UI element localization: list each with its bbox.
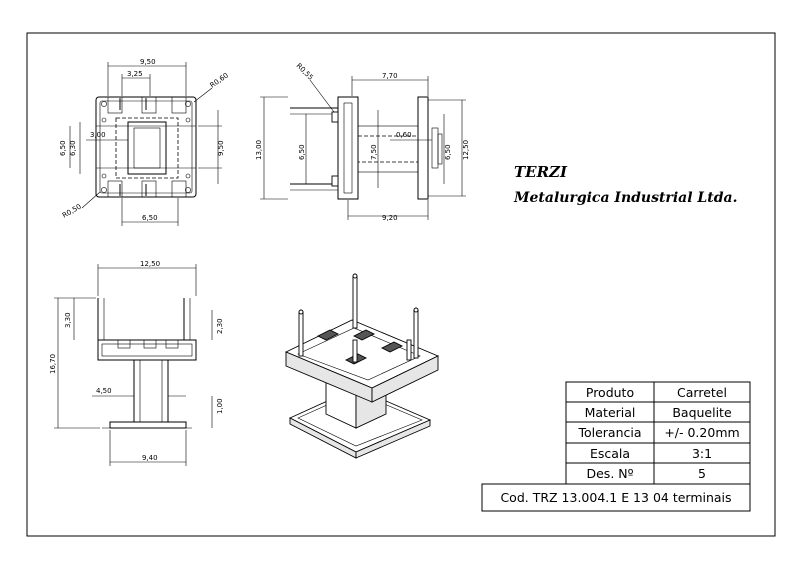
dim-front-base-w: 9,40 (142, 454, 158, 462)
dim-front-pin-left: 3,30 (64, 312, 72, 328)
dim-front-width: 12,50 (140, 260, 160, 268)
dim-side-inner-right: 6,50 (444, 144, 452, 160)
title-block-label-tolerancia: Tolerancia (577, 425, 641, 440)
dim-top-bottom-radius: R0,50 (61, 203, 83, 220)
dim-top-bottom: 6,50 (142, 214, 158, 222)
title-block-value-produto: Carretel (677, 385, 727, 400)
dim-side-height: 13,00 (255, 140, 263, 160)
dim-top-inner: 3,25 (127, 70, 143, 78)
title-block-value-tolerancia: +/- 0.20mm (664, 425, 739, 440)
top-view: 9,50 3,25 R0,60 6,50 6,30 3,00 9,50 R0,5… (59, 58, 230, 226)
dim-top-left-inner: 6,30 (69, 140, 77, 156)
dim-top-left-outer: 6,50 (59, 140, 67, 156)
dim-side-width: 7,70 (382, 72, 398, 80)
title-block-code: Cod. TRZ 13.004.1 E 13 04 terminais (500, 490, 731, 505)
dim-side-inner-mid: 7,50 (370, 144, 378, 160)
title-block-label-des: Des. Nº (586, 466, 633, 481)
dim-front-base-h: 1,00 (216, 398, 224, 414)
dim-top-center: 3,00 (90, 131, 106, 139)
dim-front-height: 16,70 (49, 354, 57, 374)
sheet-border (26, 32, 776, 537)
front-view: 12,50 3,30 2,30 16,70 4,50 1,00 9,40 (49, 260, 224, 466)
dim-side-inner-left: 6,50 (298, 144, 306, 160)
title-block: Produto Carretel Material Baquelite Tole… (481, 381, 751, 512)
title-block-value-material: Baquelite (672, 405, 732, 420)
title-block-value-des: 5 (698, 466, 706, 481)
dim-front-pin-right: 2,30 (216, 318, 224, 334)
side-view: 7,70 R0,55 13,00 6,50 7,50 0,60 6,50 12,… (255, 62, 470, 222)
dim-side-bottom: 9,20 (382, 214, 398, 222)
dim-side-gap: 0,60 (396, 131, 412, 139)
dim-top-radius: R0,60 (209, 71, 230, 89)
dim-front-core: 4,50 (96, 387, 112, 395)
company-subtitle: Metalurgica Industrial Ltda. (513, 190, 737, 206)
title-block-label-produto: Produto (586, 385, 634, 400)
dim-top-right: 9,50 (217, 140, 225, 156)
company-name: TERZI (514, 163, 568, 181)
title-block-label-material: Material (585, 405, 636, 420)
title-block-value-escala: 3:1 (692, 446, 712, 461)
dim-top-width: 9,50 (140, 58, 156, 66)
isometric-view (284, 273, 440, 459)
dim-side-outer-right: 12,50 (462, 140, 470, 160)
dim-side-radius: R0,55 (295, 62, 315, 82)
title-block-label-escala: Escala (590, 446, 630, 461)
